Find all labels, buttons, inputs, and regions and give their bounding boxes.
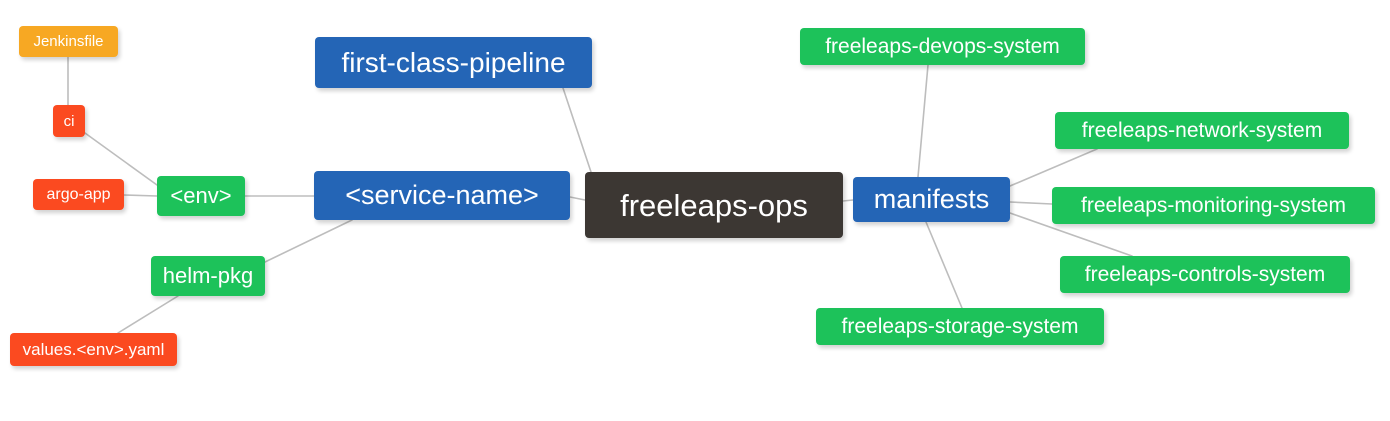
edge-ops-pipeline — [562, 87, 593, 176]
node-freeleaps-monitoring-system[interactable]: freeleaps-monitoring-system — [1052, 187, 1375, 224]
node-first-class-pipeline[interactable]: first-class-pipeline — [315, 37, 592, 88]
node-freeleaps-storage-system[interactable]: freeleaps-storage-system — [816, 308, 1104, 345]
node-label-freeleaps-network-system: freeleaps-network-system — [1081, 119, 1323, 142]
node-manifests[interactable]: manifests — [853, 177, 1010, 222]
node-label-jenkinsfile: Jenkinsfile — [33, 33, 104, 50]
node-values-env-yaml[interactable]: values.<env>.yaml — [10, 333, 177, 366]
edge-ops-service — [569, 196, 586, 201]
node-label-freeleaps-ops: freeleaps-ops — [620, 187, 808, 223]
node-freeleaps-controls-system[interactable]: freeleaps-controls-system — [1060, 256, 1350, 293]
edge-manifests-devops — [917, 64, 929, 178]
edge-service-helm — [264, 219, 353, 263]
node-freeleaps-devops-system[interactable]: freeleaps-devops-system — [800, 28, 1085, 65]
node-label-manifests: manifests — [873, 184, 990, 214]
node-label-first-class-pipeline: first-class-pipeline — [341, 46, 566, 78]
edge-helm-values — [117, 295, 179, 334]
node-freeleaps-ops[interactable]: freeleaps-ops — [585, 172, 843, 238]
node-env[interactable]: <env> — [157, 176, 245, 216]
node-argo-app[interactable]: argo-app — [33, 179, 124, 210]
node-label-freeleaps-storage-system: freeleaps-storage-system — [841, 315, 1079, 338]
edge-manifests-monitoring — [1009, 201, 1053, 205]
node-service-name[interactable]: <service-name> — [314, 171, 570, 220]
node-ci[interactable]: ci — [53, 105, 85, 137]
edge-manifests-network — [1009, 148, 1098, 187]
edge-manifests-storage — [925, 221, 963, 309]
node-helm-pkg[interactable]: helm-pkg — [151, 256, 265, 296]
node-label-values-env-yaml: values.<env>.yaml — [22, 340, 165, 359]
node-label-freeleaps-controls-system: freeleaps-controls-system — [1084, 263, 1326, 286]
node-label-argo-app: argo-app — [46, 185, 111, 203]
node-freeleaps-network-system[interactable]: freeleaps-network-system — [1055, 112, 1349, 149]
edge-env-ci — [84, 132, 158, 186]
node-jenkinsfile[interactable]: Jenkinsfile — [19, 26, 118, 57]
node-label-freeleaps-monitoring-system: freeleaps-monitoring-system — [1081, 194, 1346, 217]
edge-env-argo — [123, 194, 158, 197]
node-label-service-name: <service-name> — [345, 180, 539, 210]
node-label-freeleaps-devops-system: freeleaps-devops-system — [825, 35, 1060, 58]
node-label-helm-pkg: helm-pkg — [162, 263, 254, 288]
edge-ops-manifests — [842, 199, 854, 202]
node-label-env: <env> — [170, 183, 232, 208]
node-label-ci: ci — [63, 112, 75, 130]
